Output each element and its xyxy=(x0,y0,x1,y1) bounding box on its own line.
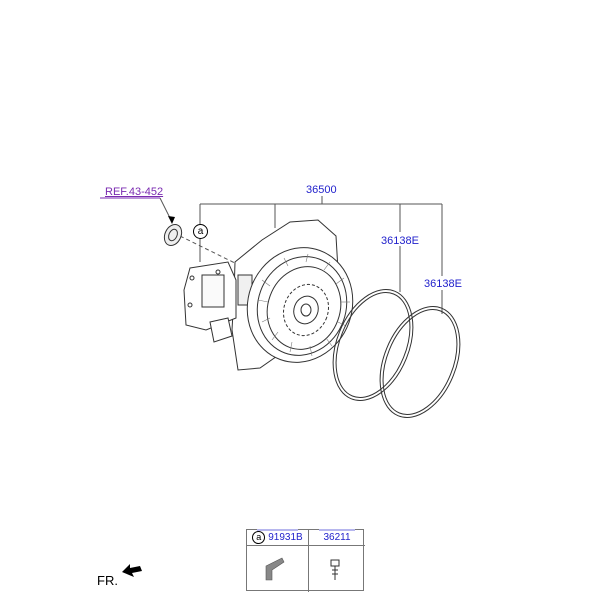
part-number-36211: 36211 xyxy=(323,532,351,543)
o-ring-outer xyxy=(379,306,461,418)
leader-lines xyxy=(100,196,443,314)
marker-a-icon: a xyxy=(252,531,266,544)
callout-36138e-outer[interactable]: 36138E xyxy=(424,278,462,290)
arrow-head-icon xyxy=(168,216,175,224)
bracket-icon xyxy=(265,557,285,581)
callout-36500[interactable]: 36500 xyxy=(306,184,337,196)
callout-36138e-inner[interactable]: 36138E xyxy=(381,235,419,247)
o-ring-inner xyxy=(332,289,414,401)
table-cell-bolt xyxy=(309,546,365,592)
callout-marker-a: a xyxy=(193,224,208,239)
bolt-icon xyxy=(330,559,340,580)
seal-drawing xyxy=(163,223,183,247)
reference-label[interactable]: REF.43-452 xyxy=(105,186,164,198)
table-header-36211[interactable]: 36211 xyxy=(309,529,365,546)
parts-table: a 91931B 36211 xyxy=(246,529,365,592)
table-header-91931b[interactable]: a 91931B xyxy=(247,529,309,546)
front-arrow-icon xyxy=(122,564,142,577)
motor-assembly-drawing xyxy=(183,219,354,371)
o-rings-drawing xyxy=(332,289,461,418)
part-number-91931b: 91931B xyxy=(268,532,303,543)
front-orientation-label: FR. xyxy=(97,573,118,588)
table-cell-bracket xyxy=(247,546,309,592)
